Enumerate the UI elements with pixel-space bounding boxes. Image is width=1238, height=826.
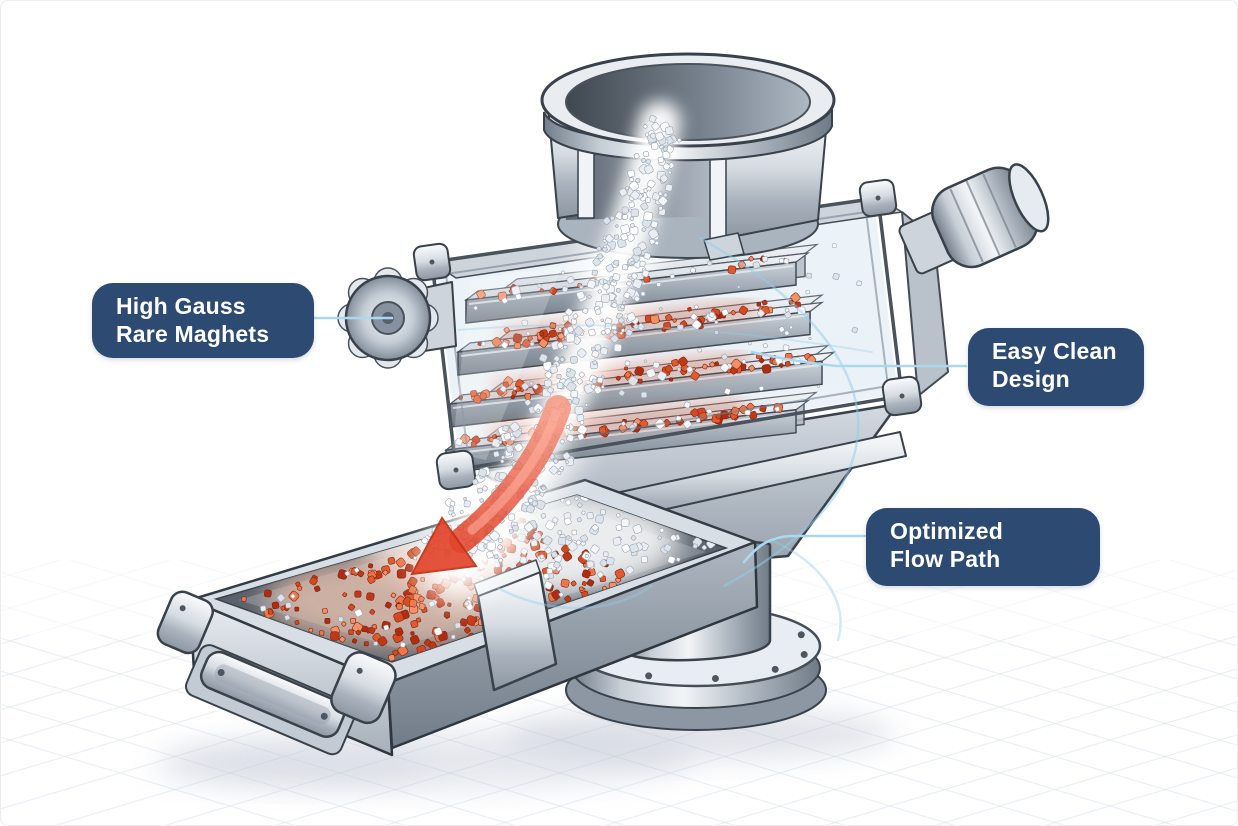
- leader-easy-clean: [750, 350, 968, 368]
- callout-text-line: Optimized: [890, 518, 1003, 544]
- callout-leader-lines: [311, 316, 968, 564]
- leader-optimized-flow: [742, 534, 868, 564]
- callout-optimized-flow-path: Optimized Flow Path: [866, 508, 1100, 586]
- glass-highlight: [452, 266, 562, 460]
- hopper-cut-foot: [703, 232, 745, 261]
- drawer-handle: [199, 650, 346, 739]
- drawer-corner-cap-left: [156, 590, 215, 655]
- inlet-hopper: [540, 52, 836, 261]
- flow-arrow-head: [410, 516, 478, 576]
- callout-text-line: Rare Maghets: [116, 321, 270, 348]
- side-motor: [898, 163, 1050, 275]
- ground-shadows: [150, 708, 895, 790]
- callout-text-line: Flow Path: [890, 546, 1001, 573]
- drawer-corner-cap-front: [330, 651, 397, 725]
- hopper-opening: [565, 63, 811, 141]
- process-flow-lines: [457, 236, 873, 642]
- callout-easy-clean-design: Easy Clean Design: [968, 328, 1144, 406]
- callout-text-line: High Gauss: [116, 293, 246, 319]
- callout-text-line: Easy Clean: [992, 338, 1117, 364]
- pellet-spray: [473, 232, 862, 452]
- callout-text-line: Design: [992, 366, 1070, 393]
- clamp-knob: [337, 267, 457, 369]
- callout-high-gauss-magnets: High Gauss Rare Maghets: [92, 283, 314, 358]
- flow-arrow: [410, 395, 571, 576]
- housing-corner-caps: [412, 178, 923, 491]
